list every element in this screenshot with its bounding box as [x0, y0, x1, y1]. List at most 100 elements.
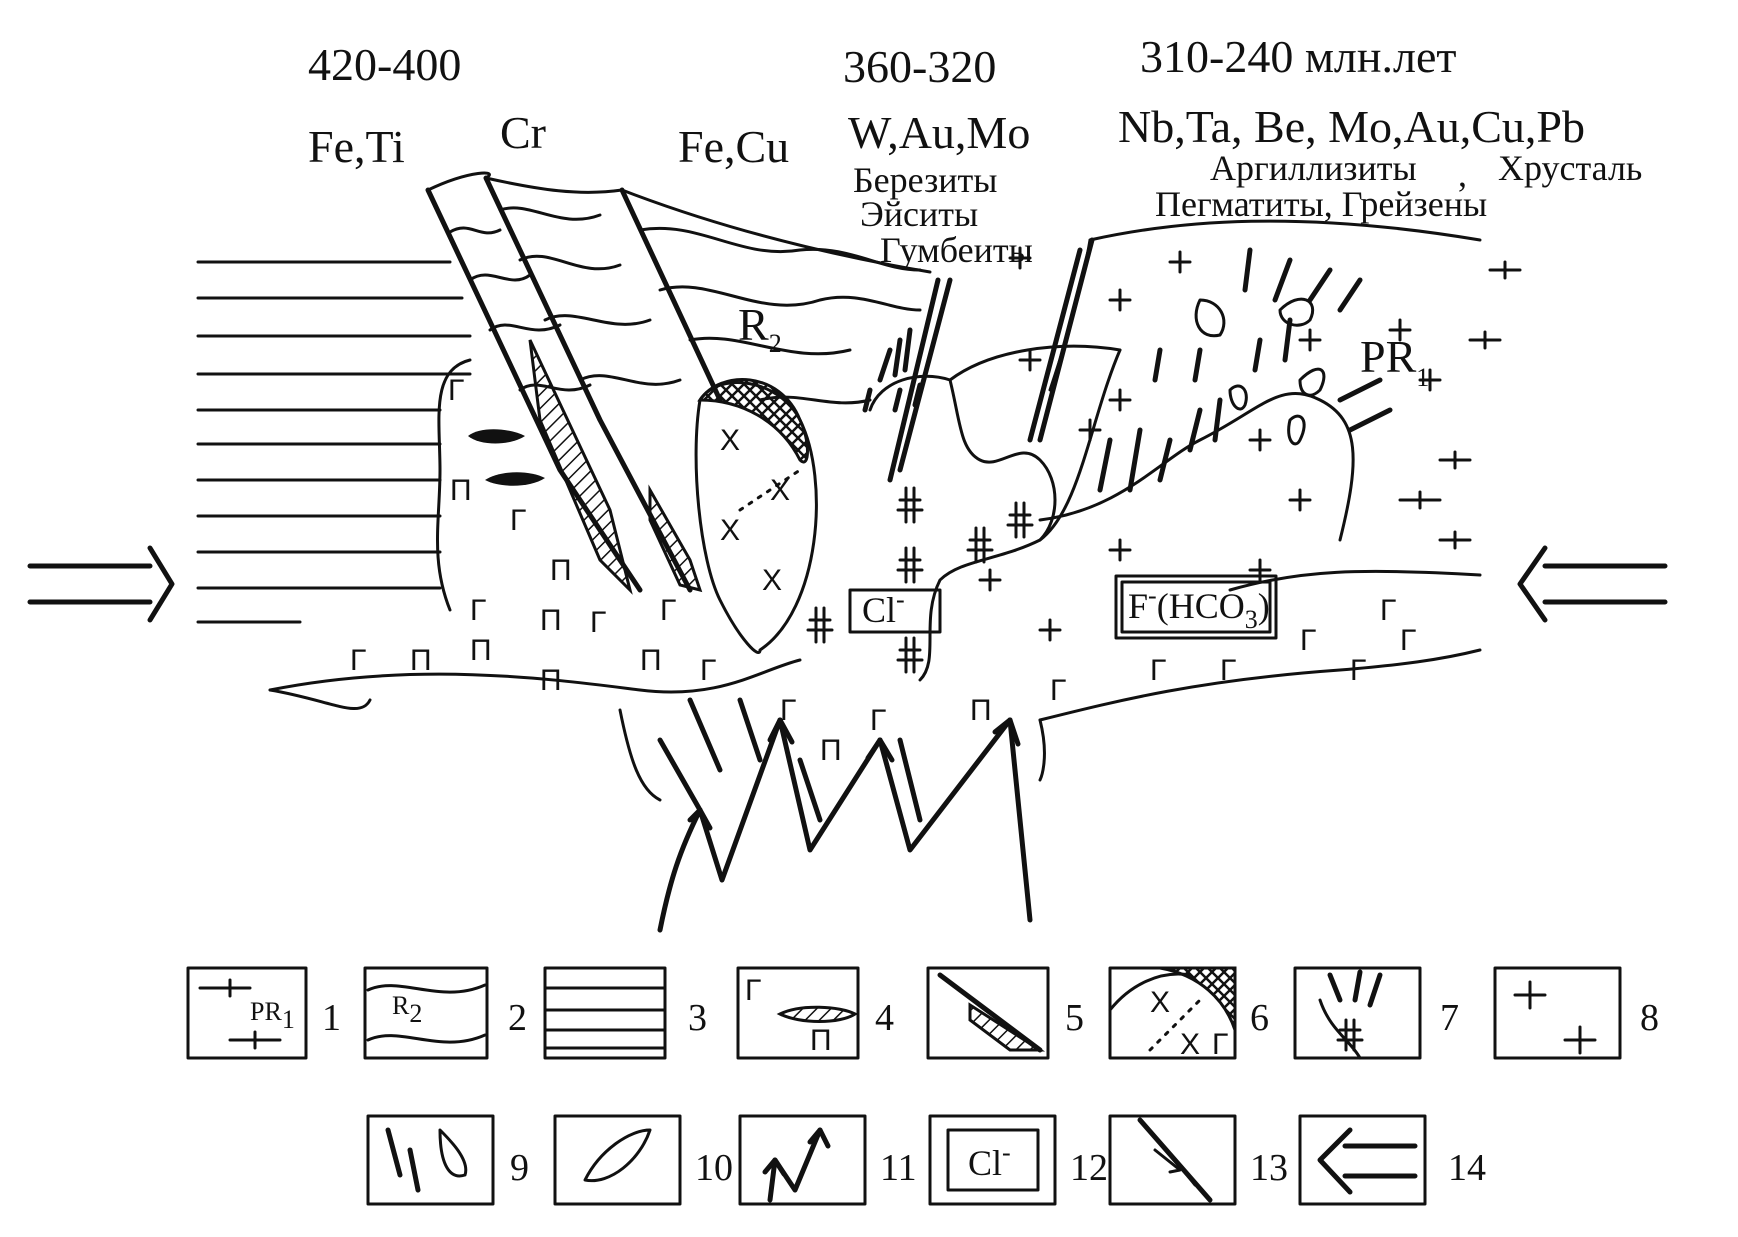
svg-text:П: П — [540, 664, 562, 697]
svg-text:Г: Г — [1150, 654, 1166, 687]
svg-text:X: X — [770, 474, 790, 507]
svg-text:П: П — [540, 604, 562, 637]
svg-text:Г: Г — [1300, 624, 1316, 657]
metal-fe-cu: Fe,Cu — [678, 121, 789, 172]
svg-text:П: П — [470, 634, 492, 667]
svg-text:Г: Г — [350, 644, 366, 677]
rock-berezity: Березиты — [853, 160, 997, 200]
rock-gumbeity: Гумбеиты — [880, 230, 1033, 270]
rock-pegmatity: Пегматиты, Грейзены — [1155, 184, 1487, 224]
horizontal-strata — [196, 260, 472, 624]
legend-item-4: Г П 4 — [736, 966, 894, 1060]
age-310-240: 310-240 млн.лет — [1140, 31, 1456, 82]
metal-w-au-mo: W,Au,Mo — [848, 107, 1030, 158]
unit-pr1: PR1 — [1360, 331, 1429, 392]
legend-item-9: 9 — [366, 1114, 529, 1206]
svg-text:Г: Г — [870, 704, 886, 737]
metal-fe-ti: Fe,Ti — [308, 121, 405, 172]
svg-text:10: 10 — [695, 1147, 733, 1189]
svg-text:6: 6 — [1250, 997, 1269, 1039]
pegmatite-lenses — [1194, 297, 1326, 446]
svg-text:Cl-: Cl- — [968, 1138, 1011, 1183]
legend: PR1 1 R2 2 3 Г П 4 5 — [186, 966, 1659, 1206]
svg-text:4: 4 — [875, 997, 894, 1039]
svg-text:Г: Г — [470, 594, 486, 627]
legend-item-13: 13 — [1108, 1114, 1288, 1206]
tilted-fault-blocks: R2 — [425, 171, 932, 595]
compression-arrow-right — [1517, 545, 1668, 623]
svg-text:12: 12 — [1070, 1147, 1108, 1189]
svg-text:Г: Г — [780, 694, 796, 727]
svg-text:Г: Г — [1400, 624, 1416, 657]
granite-symbols — [978, 246, 1522, 642]
f-hco3-box: F-(HCO3) — [1114, 574, 1278, 640]
age-360-320: 360-320 — [843, 41, 996, 92]
svg-text:Cl-: Cl- — [862, 585, 905, 630]
svg-text:Г: Г — [1050, 674, 1066, 707]
svg-text:X: X — [1180, 1028, 1200, 1061]
svg-text:Г: Г — [700, 654, 716, 687]
age-labels: 420-400 360-320 310-240 млн.лет — [308, 31, 1456, 92]
metal-cr: Cr — [500, 107, 546, 158]
legend-item-8: 8 — [1493, 966, 1659, 1060]
svg-text:П: П — [450, 474, 472, 507]
svg-text:Г: Г — [745, 974, 761, 1007]
diorite-intrusion: X X X X — [694, 378, 818, 654]
cl-box: Cl- — [848, 585, 942, 634]
svg-text:2: 2 — [508, 997, 527, 1039]
svg-text:Г: Г — [660, 594, 676, 627]
unit-r2: R2 — [738, 299, 782, 358]
legend-item-12: Cl- 12 — [928, 1114, 1108, 1206]
svg-text:П: П — [970, 694, 992, 727]
fluid-flow-arrows — [657, 697, 1033, 933]
legend-item-5: 5 — [926, 966, 1084, 1060]
svg-text:X: X — [762, 564, 782, 597]
age-420-400: 420-400 — [308, 39, 461, 90]
rock-argillizity: Аргиллизиты — [1210, 148, 1417, 188]
svg-text:Г: Г — [1212, 1028, 1228, 1061]
ore-lenses — [468, 429, 545, 486]
central-faults — [887, 237, 1095, 483]
legend-item-3: 3 — [543, 966, 707, 1060]
svg-text:Г: Г — [1380, 594, 1396, 627]
svg-text:PR1: PR1 — [250, 997, 295, 1034]
svg-text:Г: Г — [510, 504, 526, 537]
svg-text:П: П — [640, 644, 662, 677]
svg-text:П: П — [820, 734, 842, 767]
veins-and-dikes — [862, 247, 1393, 493]
legend-item-10: 10 — [553, 1114, 733, 1206]
svg-text:П: П — [410, 644, 432, 677]
svg-text:8: 8 — [1640, 997, 1659, 1039]
svg-text:7: 7 — [1440, 997, 1459, 1039]
svg-text:5: 5 — [1065, 997, 1084, 1039]
svg-text:F-(HCO3): F-(HCO3) — [1128, 581, 1270, 634]
svg-text:13: 13 — [1250, 1147, 1288, 1189]
svg-text:Г: Г — [1220, 654, 1236, 687]
rock-khrustal: Хрусталь — [1498, 148, 1642, 188]
svg-text:П: П — [810, 1024, 832, 1057]
svg-text:X: X — [720, 424, 740, 457]
legend-item-11: 11 — [738, 1114, 917, 1206]
svg-text:3: 3 — [688, 997, 707, 1039]
svg-text:9: 9 — [510, 1147, 529, 1189]
metal-labels: Fe,Ti Cr Fe,Cu W,Au,Mo Nb,Ta, Be, Mo,Au,… — [308, 101, 1585, 172]
legend-item-7: 7 — [1293, 966, 1459, 1060]
svg-text:X: X — [1150, 986, 1170, 1019]
legend-item-2: R2 2 — [363, 966, 527, 1060]
gabbro-symbols: Г П Г П Г Г П Г Г П П П П Г Г Г П П Г Г … — [350, 374, 1416, 767]
svg-text:Г: Г — [590, 606, 606, 639]
svg-text:П: П — [550, 554, 572, 587]
svg-text:Г: Г — [1350, 654, 1366, 687]
metal-nb-group: Nb,Ta, Be, Mo,Au,Cu,Pb — [1118, 101, 1585, 152]
vein-swarm-symbols — [806, 486, 1034, 674]
rock-comma: , — [1458, 154, 1467, 194]
svg-text:1: 1 — [322, 997, 341, 1039]
svg-text:X: X — [720, 514, 740, 547]
svg-text:14: 14 — [1448, 1147, 1486, 1189]
compression-arrow-left — [27, 545, 175, 623]
svg-text:R2: R2 — [392, 991, 422, 1028]
legend-item-1: PR1 1 — [186, 966, 341, 1060]
legend-item-6: X X Г 6 — [1108, 966, 1269, 1061]
rock-type-labels: Березиты Эйситы Гумбеиты Аргиллизиты , Х… — [853, 148, 1642, 270]
